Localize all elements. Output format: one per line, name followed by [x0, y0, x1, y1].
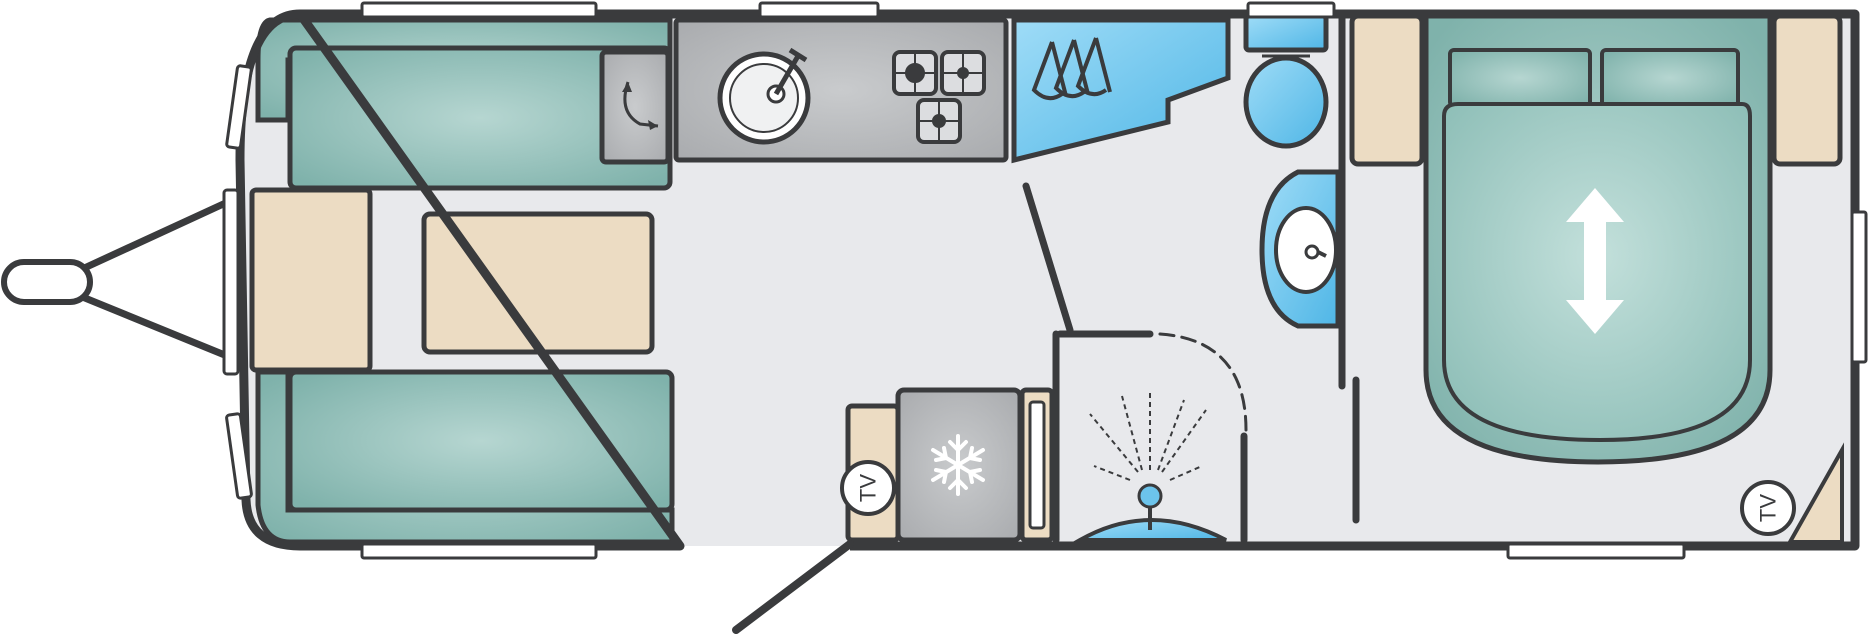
tv-label-front: TV — [856, 474, 881, 502]
bed-pull-out-arrow-icon — [1566, 188, 1624, 334]
shower-tray-icon — [1072, 390, 1227, 542]
entrance-door[interactable] — [732, 540, 854, 634]
sink-icon — [717, 47, 811, 145]
hob-icon — [892, 50, 986, 144]
window-front-bottom — [225, 412, 253, 500]
pillow-right — [1600, 48, 1740, 108]
washbasin-icon — [1259, 169, 1341, 329]
fridge-snowflake-icon — [931, 434, 985, 496]
front-lounge — [249, 17, 675, 545]
kitchen-worktop — [673, 17, 1009, 163]
windows — [222, 1, 1868, 560]
pillow-left — [1448, 48, 1592, 108]
window-front-top — [225, 64, 253, 150]
window-front-middle — [222, 188, 240, 376]
corner-cupboard — [599, 49, 671, 165]
lounge-seat-lower — [287, 369, 675, 513]
tow-hitch-icon — [1, 196, 236, 362]
tv-badge-front: TV — [840, 460, 896, 516]
window-top-kitchen — [758, 1, 880, 19]
tv-badge-bedroom: TV — [1740, 480, 1796, 536]
window-bottom-bedroom — [1506, 542, 1686, 560]
tv-label-bedroom: TV — [1756, 494, 1781, 522]
island-bed — [1423, 13, 1773, 465]
lounge-front-cushion — [249, 187, 373, 373]
window-rear — [1850, 210, 1868, 364]
wardrobe-hangers-icon — [1031, 37, 1112, 101]
wardrobe — [1011, 17, 1231, 164]
window-top-washroom — [1246, 1, 1336, 19]
window-top-left — [360, 1, 598, 19]
window-bottom-left — [360, 542, 598, 560]
toilet-icon — [1243, 13, 1329, 149]
bedroom-side-units — [1349, 13, 1844, 544]
washroom-walls — [1022, 12, 1360, 544]
